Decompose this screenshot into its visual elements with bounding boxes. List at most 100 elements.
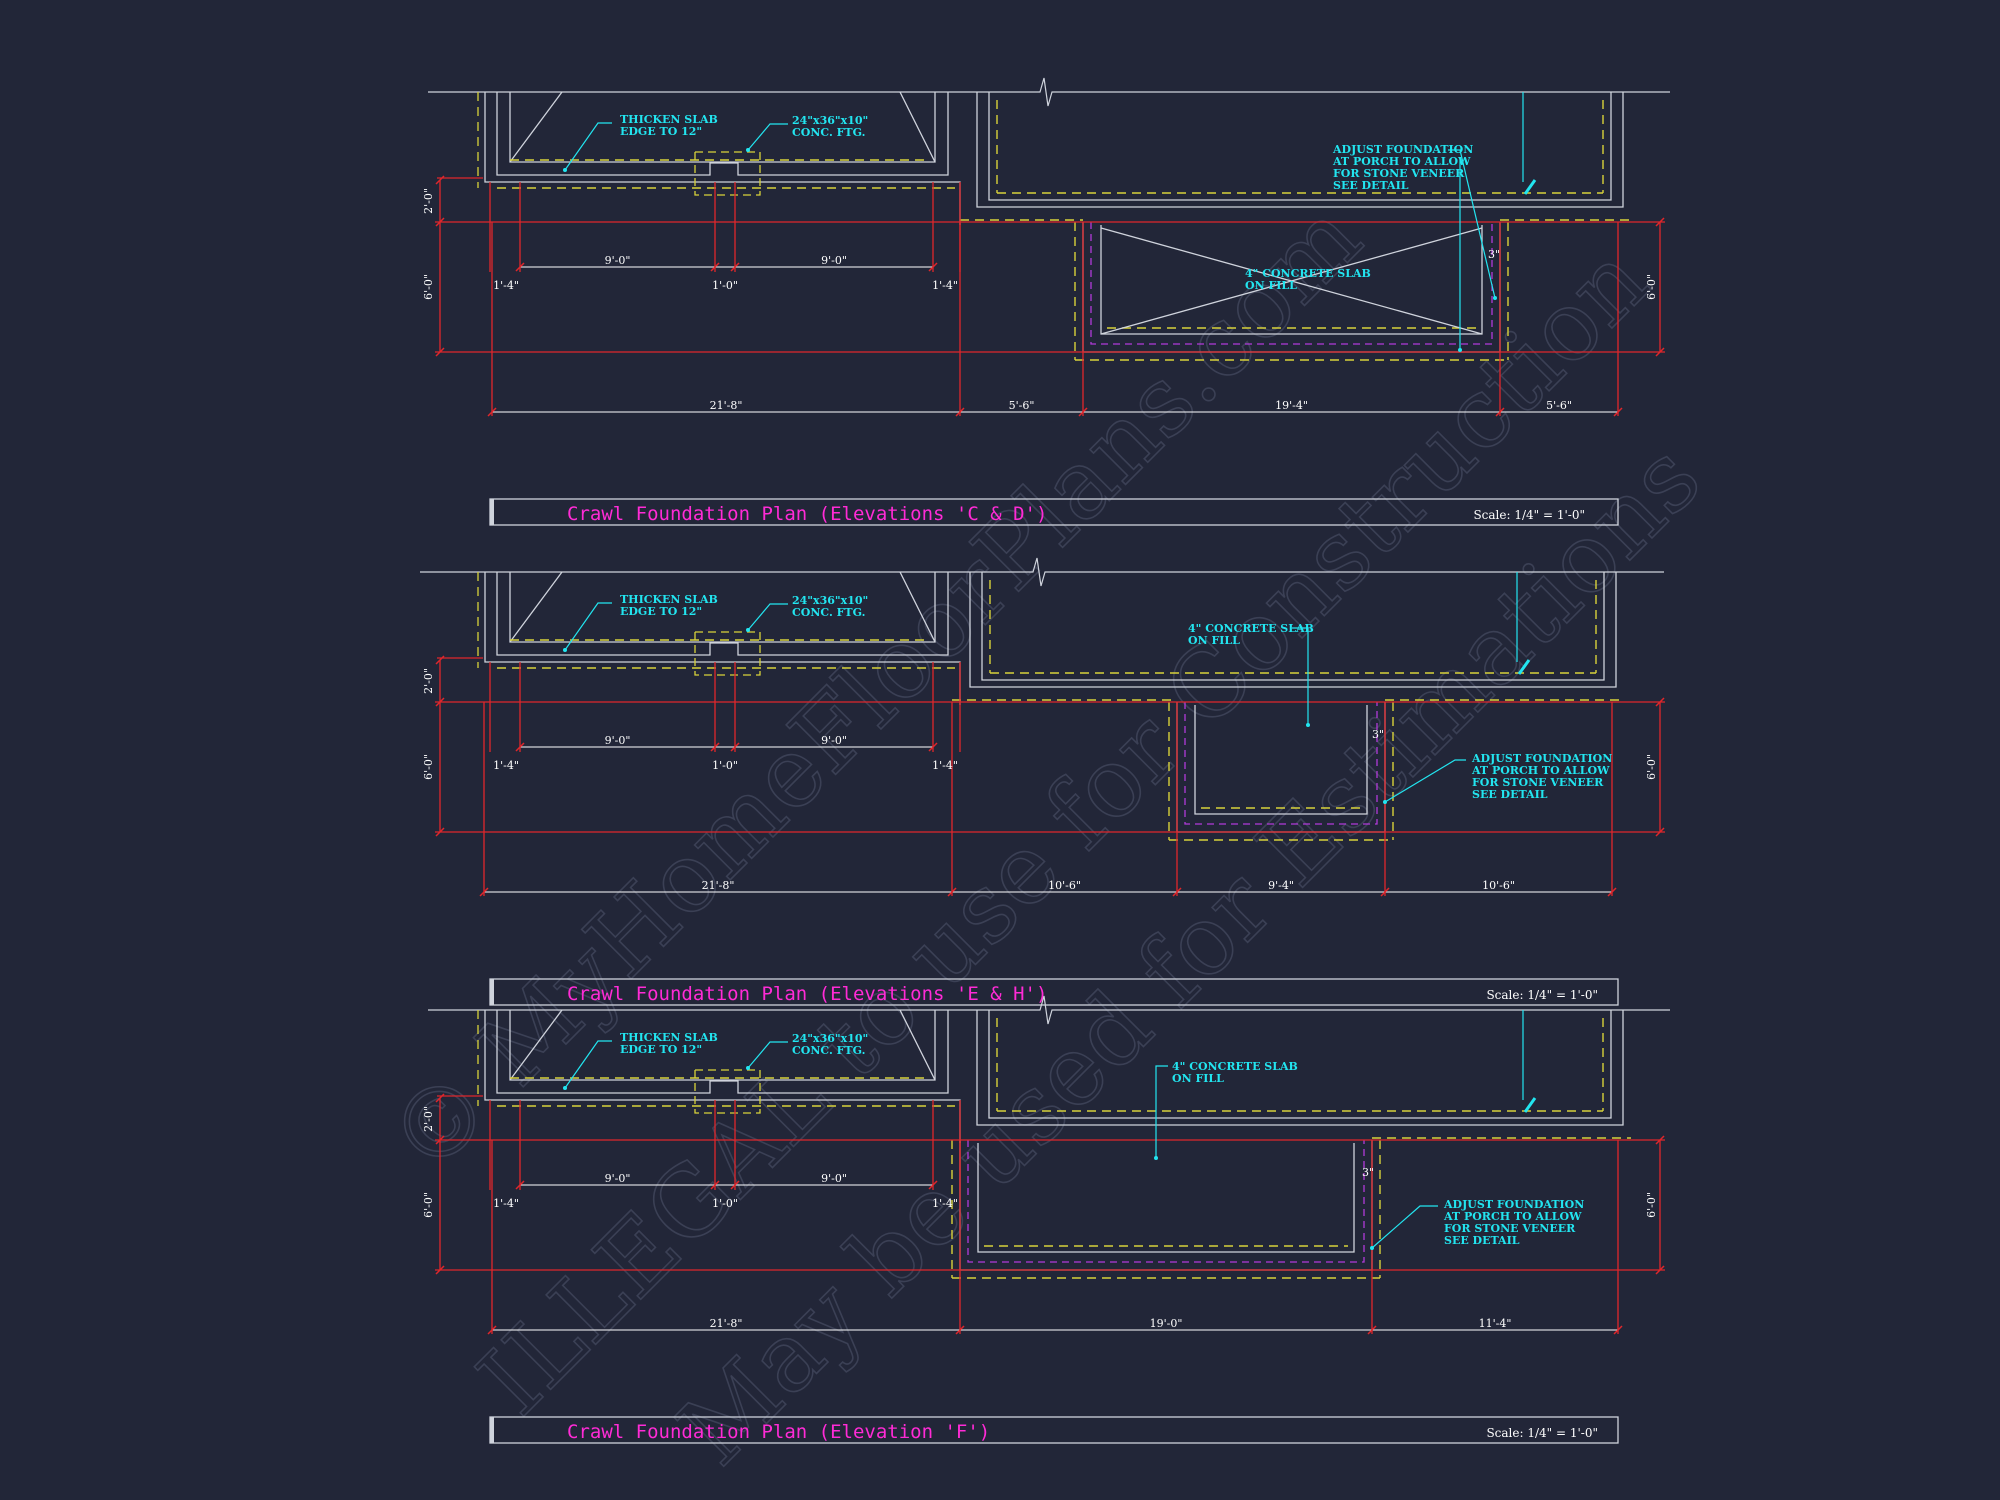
footing-leader	[747, 1041, 788, 1069]
thicken-slab-note-line: THICKEN SLAB	[620, 1031, 718, 1044]
slab-note-line: 4" CONCRETE SLAB	[1172, 1060, 1298, 1073]
slab-leader-arrowhead	[1458, 348, 1462, 352]
foundation-plan: 2'-0"6'-0"6'-0"9'-0"9'-0"1'-4"1'-0"1'-4"…	[422, 77, 1670, 526]
foundation-plan: 2'-0"6'-0"6'-0"9'-0"9'-0"1'-4"1'-0"1'-4"…	[420, 557, 1665, 1006]
adjust-foundation-leader-arrowhead	[1493, 296, 1497, 300]
house-foundation-wall	[976, 1010, 1624, 1126]
thicken-slab-leader-arrowhead	[563, 168, 567, 172]
title-block: Crawl Foundation Plan (Elevation 'F')Sca…	[489, 1416, 1619, 1444]
bay-dimension-tick	[730, 742, 740, 752]
slab-note-line: 4" CONCRETE SLAB	[1188, 622, 1314, 635]
overall-dimension-tick	[1613, 407, 1623, 417]
bay-dimension-label: 9'-0"	[821, 254, 847, 267]
garage-slab-edge	[509, 1010, 936, 1081]
bay-dimension-tick	[515, 742, 525, 752]
dimension-tick	[1655, 217, 1665, 227]
porch-slab-edge	[1100, 225, 1483, 335]
plan-scale: Scale: 1/4" = 1'-0"	[1486, 988, 1598, 1002]
plan-title: Crawl Foundation Plan (Elevations 'E & H…	[567, 983, 1047, 1005]
overall-dimension-label: 5'-6"	[1009, 399, 1035, 412]
slab-note-line: ON FILL	[1172, 1072, 1224, 1085]
overall-dimension-tick	[1367, 1325, 1377, 1335]
slab-leader	[1155, 1065, 1168, 1158]
adjust-foundation-leader	[1371, 1205, 1438, 1249]
dimension-tick	[1655, 347, 1665, 357]
footing-note-line: 24"x36"x10"	[792, 594, 868, 607]
edge-dimension: 1'-4"	[493, 1197, 519, 1210]
overall-dimension-tick	[1078, 407, 1088, 417]
footing-note-line: 24"x36"x10"	[792, 114, 868, 127]
edge-dimension: 1'-4"	[932, 759, 958, 772]
thicken-slab-note-line: EDGE TO 12"	[620, 605, 702, 618]
overall-dimension-label: 21'-8"	[710, 1317, 743, 1330]
thicken-slab-note-line: THICKEN SLAB	[620, 113, 718, 126]
dimension-tick	[435, 347, 445, 357]
stone-veneer-line	[1184, 702, 1378, 825]
stone-veneer-line	[1090, 222, 1493, 345]
porch-inset-dimension: 3"	[1372, 728, 1384, 741]
pier-footing	[694, 631, 761, 676]
thicken-slab-note-line: THICKEN SLAB	[620, 593, 718, 606]
porch-slab-edge	[977, 1143, 1355, 1253]
overall-dimension-tick	[487, 407, 497, 417]
plans-layer: 2'-0" 6'-0" 6'-0" 9'-0" 9'-0" 1'-4" 1'-0" 1'-4"…	[420, 77, 1670, 1444]
dimension-tick	[435, 217, 445, 227]
dimension-tick	[435, 697, 445, 707]
adjust-foundation-leader-arrowhead	[1370, 1246, 1374, 1250]
thicken-slab-diagonal	[509, 571, 563, 643]
overall-dimension-tick	[1495, 407, 1505, 417]
dimension-6ft-right: 6'-0"	[1645, 1192, 1658, 1218]
porch-inset-dimension: 3"	[1488, 248, 1500, 261]
thicken-slab-note-line: EDGE TO 12"	[620, 125, 702, 138]
overall-dimension-label: 10'-6"	[1482, 879, 1515, 892]
thicken-slab-leader-arrowhead	[563, 648, 567, 652]
footing-note-line: 24"x36"x10"	[792, 1032, 868, 1045]
bay-dimension-tick	[515, 1180, 525, 1190]
adjust-foundation-note-line: AT PORCH TO ALLOW	[1443, 1210, 1582, 1223]
bay-dimension-label: 9'-0"	[605, 734, 631, 747]
overall-dimension-tick	[1613, 1325, 1623, 1335]
dimension-tick	[1655, 697, 1665, 707]
dimension-tick	[435, 827, 445, 837]
plan-scale: Scale: 1/4" = 1'-0"	[1473, 508, 1585, 522]
footing-leader	[747, 603, 788, 631]
footing-leader-arrowhead	[746, 148, 750, 152]
dimension-6ft: 6'-0"	[422, 754, 435, 780]
porch-slab-edge	[1194, 705, 1368, 815]
house-inner-wall	[981, 572, 1605, 681]
dimension-2ft: 2'-0"	[422, 668, 435, 694]
watermark-text: May be used for Estimations	[657, 422, 1722, 1487]
bay-dimension-tick	[710, 262, 720, 272]
slab-leader-arrowhead	[1154, 1156, 1158, 1160]
thicken-slab-leader	[564, 122, 612, 171]
dimension-tick	[1655, 1265, 1665, 1275]
bay-dimension-tick	[928, 262, 938, 272]
title-block: Crawl Foundation Plan (Elevations 'C & D…	[489, 498, 1619, 526]
adjust-foundation-note-line: AT PORCH TO ALLOW	[1471, 764, 1610, 777]
porch-inset-dimension: 3"	[1362, 1166, 1374, 1179]
thicken-slab-diagonal	[899, 91, 936, 163]
stone-veneer-line	[967, 1140, 1365, 1263]
house-inner-wall	[988, 1010, 1612, 1119]
overall-dimension-label: 19'-4"	[1275, 399, 1308, 412]
adjust-foundation-note-line: FOR STONE VENEER	[1444, 1222, 1576, 1235]
pier-footing	[694, 151, 761, 196]
slab-break-line	[428, 995, 1670, 1025]
pier-dimension: 1'-0"	[712, 759, 738, 772]
bay-dimension-label: 9'-0"	[821, 1172, 847, 1185]
overall-dimension-tick	[479, 887, 489, 897]
dimension-6ft: 6'-0"	[422, 274, 435, 300]
slab-break-line	[420, 557, 1664, 587]
slab-leader-arrowhead	[1306, 723, 1310, 727]
thicken-slab-diagonal	[899, 571, 936, 643]
slab-note-line: ON FILL	[1245, 279, 1297, 292]
dimension-2ft: 2'-0"	[422, 188, 435, 214]
edge-dimension: 1'-4"	[493, 759, 519, 772]
adjust-foundation-leader-arrowhead	[1383, 800, 1387, 804]
adjust-foundation-leader	[1448, 149, 1496, 299]
garage-inner-wall	[496, 572, 949, 656]
garage-inner-wall	[496, 1010, 949, 1094]
overall-dimension-label: 10'-6"	[1048, 879, 1081, 892]
adjust-foundation-note-line: FOR STONE VENEER	[1333, 167, 1465, 180]
dimension-6ft: 6'-0"	[422, 1192, 435, 1218]
